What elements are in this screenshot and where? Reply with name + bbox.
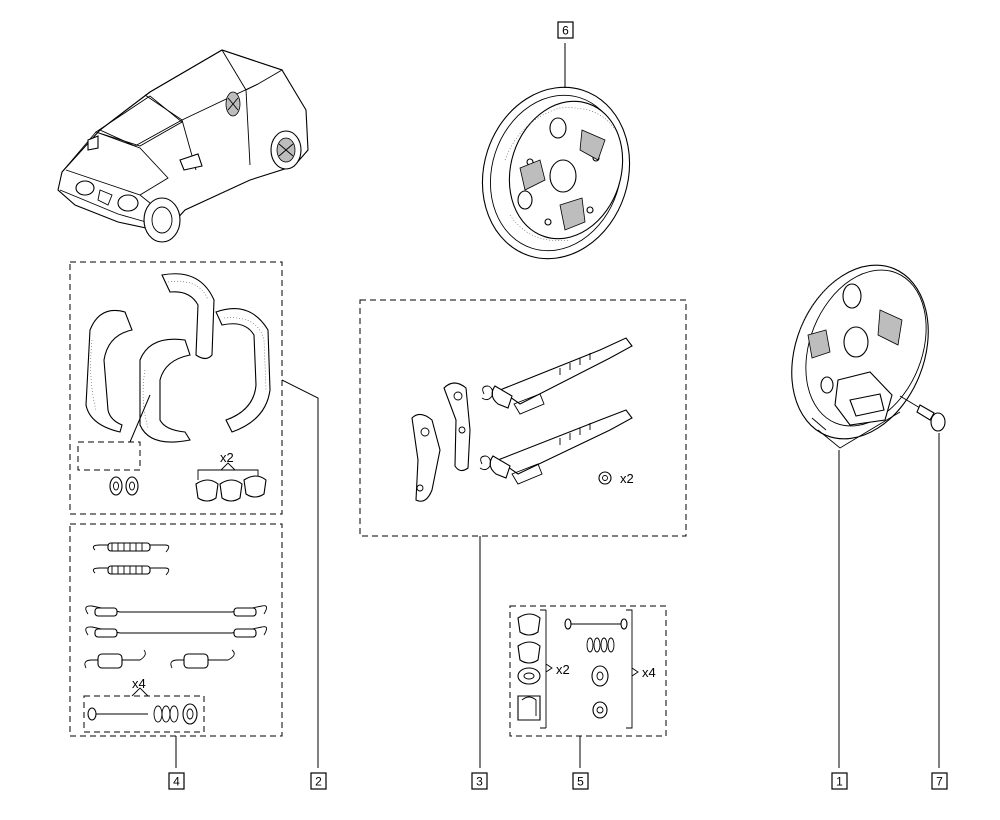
qty-kit4: x4 [132,676,146,691]
car-illustration [57,49,309,243]
callout-3[interactable]: 3 [471,772,488,790]
qty-kit5-right: x4 [642,665,656,680]
qty-kit5-left: x2 [556,662,570,677]
callout-5[interactable]: 5 [572,772,589,790]
callout-2[interactable]: 2 [310,772,327,790]
kit-brake-shoes: x2 [69,261,319,768]
svg-text:4: 4 [173,775,180,789]
svg-text:6: 6 [562,24,569,38]
callout-4[interactable]: 4 [168,772,185,790]
brake-drum [481,43,631,260]
kit-adjusters: x2 [359,299,687,768]
svg-text:2: 2 [315,775,322,789]
kit-springs: x4 [69,523,283,768]
brake-backing-plate [791,264,929,768]
callout-6[interactable]: 6 [557,21,574,39]
qty-kit3: x2 [620,471,634,486]
bleed-screw [899,395,946,768]
callout-7[interactable]: 7 [931,772,948,790]
callout-1[interactable]: 1 [831,772,848,790]
svg-text:3: 3 [476,775,483,789]
kit-hardware: x2 x4 [509,605,667,768]
svg-text:5: 5 [577,775,584,789]
qty-kit2: x2 [220,450,234,465]
svg-text:1: 1 [836,775,843,789]
svg-text:7: 7 [936,775,943,789]
